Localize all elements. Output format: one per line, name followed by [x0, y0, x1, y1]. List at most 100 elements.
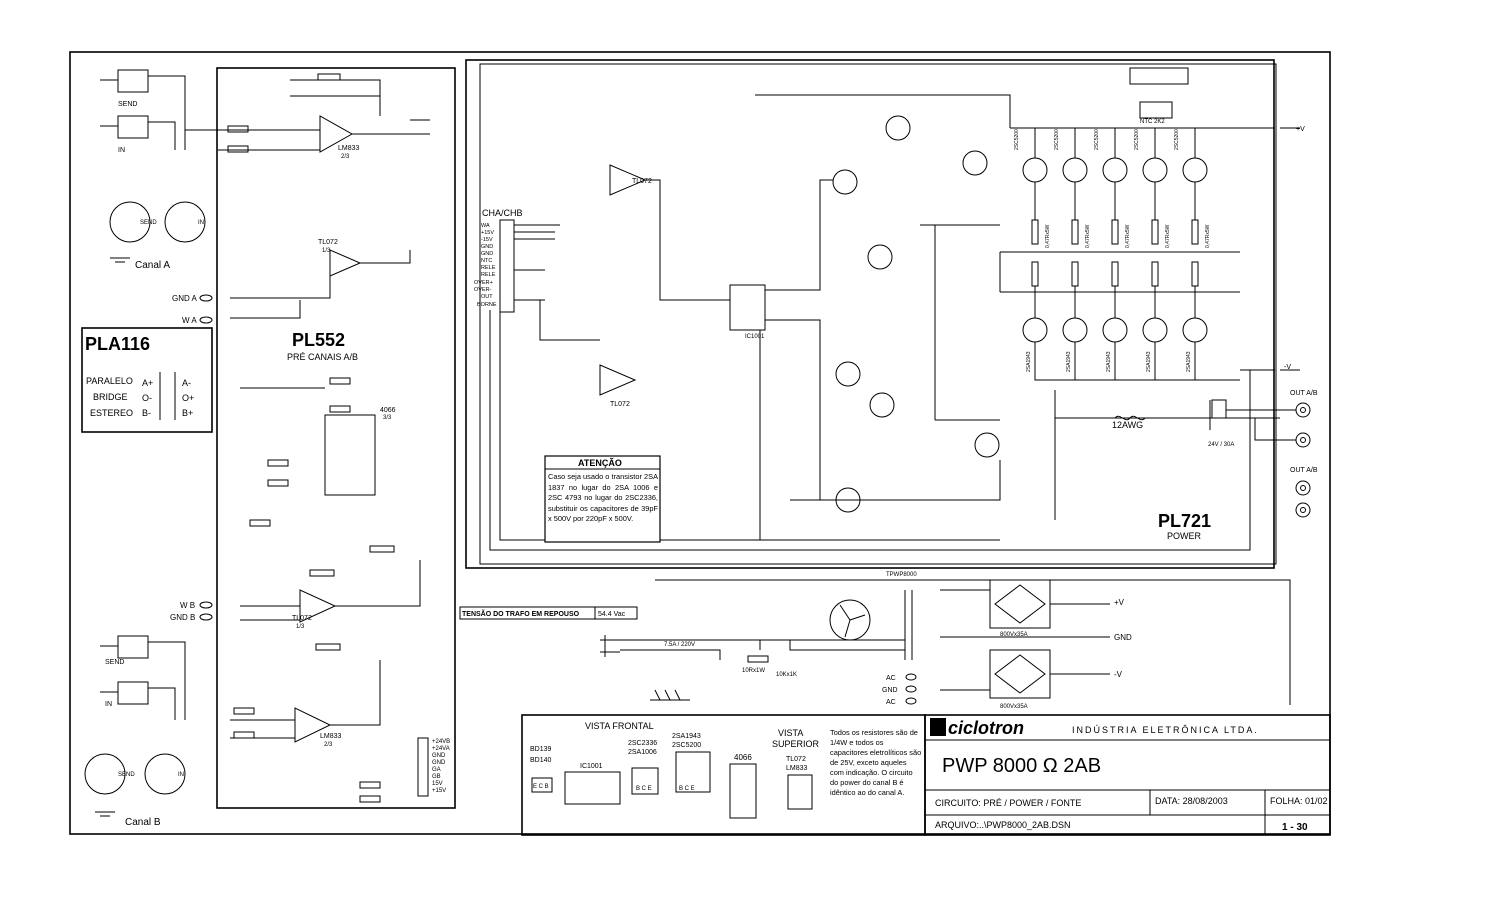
- pla116-board: PLA116 PARALELO BRIDGE ESTEREO A+ A- O- …: [81, 327, 213, 433]
- in-label-b: IN: [105, 701, 112, 708]
- part-bd139: BD139: [530, 746, 552, 753]
- pla116-paralelo: PARALELO: [86, 376, 133, 386]
- ac-label-2: AC: [886, 699, 896, 706]
- part-bd140: BD140: [530, 757, 552, 764]
- part-2sa1006: 2SA1006: [628, 749, 657, 756]
- pl552-title: PL552: [292, 330, 345, 350]
- general-note: Todos os resistores são de 1/4W e todos …: [830, 728, 922, 797]
- ic-tl072-b: TL072: [292, 615, 312, 622]
- bridge-rectifier-2: [989, 649, 1051, 699]
- supply-minus-v: -V: [1114, 670, 1123, 679]
- part-4066: 4066: [734, 753, 752, 762]
- svg-text:0,47Rx5W: 0,47Rx5W: [1125, 224, 1131, 248]
- svg-text:OUT: OUT: [481, 294, 493, 300]
- part-ic1001: IC1001: [580, 763, 603, 770]
- svg-text:BORNE: BORNE: [477, 302, 497, 308]
- ic-4066-sub: 3/3: [383, 415, 392, 421]
- pl721-title: PL721: [1158, 511, 1211, 531]
- svg-text:0,47Rx5W: 0,47Rx5W: [1045, 224, 1051, 248]
- tr-pins-2: B C E: [679, 786, 695, 792]
- arquivo-label: ARQUIVO:..\PWP8000_2AB.DSN: [935, 820, 1071, 830]
- xlr-send-b: SEND: [118, 772, 135, 778]
- vista-superior-title-1: VISTA: [778, 728, 803, 738]
- atencao-title: ATENÇÃO: [578, 458, 622, 468]
- trafo-label: TENSÃO DO TRAFO EM REPOUSO: [462, 609, 580, 618]
- out-ab-1-label: OUT A/B: [1290, 390, 1318, 397]
- ic-tl072-a-sub: 1/3: [322, 248, 331, 254]
- pla116-estereo: ESTEREO: [90, 408, 133, 418]
- trafo-value: 54.4 Vac: [598, 611, 626, 618]
- svg-text:0,47Rx5W: 0,47Rx5W: [1085, 224, 1091, 248]
- xlr-in-a: IN: [198, 220, 204, 226]
- part-lm833: LM833: [786, 765, 808, 772]
- ic-lm833-b-sub: 2/3: [324, 742, 333, 748]
- tr-pins-1: B C E: [636, 786, 652, 792]
- svg-text:OVER+: OVER+: [474, 280, 493, 286]
- parts-views: VISTA FRONTAL BD139 BD140 E C B IC1001 2…: [521, 714, 926, 836]
- send-label-b: SEND: [105, 659, 124, 666]
- ntc-label: NTC 2K2: [1140, 119, 1165, 125]
- pl721-tl072-b: TL072: [610, 401, 630, 408]
- pl721-minus-v: -V: [1284, 364, 1291, 371]
- w-a-label: W A: [182, 316, 197, 325]
- ciclotron-logo-icon: [930, 718, 946, 736]
- ic-lm833-a-sub: 2/3: [341, 154, 350, 160]
- trafo-r-label: 10Rx1W: [742, 668, 765, 674]
- relay-label: 24V / 30A: [1208, 442, 1234, 448]
- svg-text:2SA1943: 2SA1943: [1066, 351, 1072, 372]
- svg-text:15V: 15V: [432, 781, 443, 787]
- part-2sc5200: 2SC5200: [672, 742, 701, 749]
- bd-pins: E C B: [533, 784, 549, 790]
- svg-text:2SC5200: 2SC5200: [1134, 129, 1140, 150]
- svg-text:RELE: RELE: [481, 265, 496, 271]
- svg-text:0,47Rx5W: 0,47Rx5W: [1205, 224, 1211, 248]
- svg-text:2SA1943: 2SA1943: [1186, 351, 1192, 372]
- supply-gnd: GND: [1114, 633, 1132, 642]
- svg-text:RELE: RELE: [481, 272, 496, 278]
- svg-text:+15V: +15V: [481, 230, 494, 236]
- pla116-pin-o-minus: O-: [142, 393, 152, 403]
- model-title: PWP 8000 Ω 2AB: [942, 755, 1101, 777]
- company-name: INDÚSTRIA ELETRÔNICA LTDA.: [1072, 725, 1259, 735]
- canal-a-label: Canal A: [135, 260, 170, 271]
- ic-4066: 4066: [380, 407, 396, 414]
- pla116-title: PLA116: [85, 334, 150, 354]
- pl721-plus-v: +V: [1296, 126, 1305, 133]
- pla116-pin-a-minus: A-: [182, 378, 191, 388]
- circuito-label: CIRCUITO: PRÉ / POWER / FONTE: [935, 798, 1081, 808]
- part-tl072: TL072: [786, 756, 806, 763]
- svg-text:GND: GND: [481, 244, 493, 250]
- sheet-border: [69, 51, 1331, 835]
- send-label-a: SEND: [118, 101, 137, 108]
- svg-text:GND: GND: [432, 753, 446, 759]
- svg-text:+24VB: +24VB: [432, 739, 450, 745]
- svg-text:2SC5200: 2SC5200: [1094, 129, 1100, 150]
- atencao-body: Caso seja usado o transistor 2SA 1837 no…: [548, 472, 658, 524]
- bridge-1-label: 800Vx35A: [1000, 632, 1028, 638]
- part-2sc2336: 2SC2336: [628, 740, 657, 747]
- awg-label: 12AWG: [1112, 420, 1143, 430]
- canal-b-label: Canal B: [125, 817, 161, 828]
- pla116-pin-o-plus: O+: [182, 393, 194, 403]
- brand-name: ciclotron: [948, 718, 1024, 738]
- svg-text:GA: GA: [432, 767, 441, 773]
- w-b-label: W B: [180, 601, 195, 610]
- svg-text:0,47Rx5W: 0,47Rx5W: [1165, 224, 1171, 248]
- svg-text:2SA1943: 2SA1943: [1106, 351, 1112, 372]
- in-label-a: IN: [118, 147, 125, 154]
- data-label: DATA: 28/08/2003: [1155, 796, 1228, 806]
- pla116-pin-a-plus: A+: [142, 378, 153, 388]
- svg-text:2SC5200: 2SC5200: [1014, 129, 1020, 150]
- svg-text:+15V: +15V: [432, 788, 446, 794]
- pl721-subtitle: POWER: [1167, 531, 1202, 541]
- cha-chb-label: CHA/CHB: [482, 208, 523, 218]
- ic-lm833-b: LM833: [320, 733, 342, 740]
- pl552-subtitle: PRÉ CANAIS A/B: [287, 352, 358, 362]
- vista-superior-title-2: SUPERIOR: [772, 739, 820, 749]
- pla116-pin-b-plus: B+: [182, 408, 193, 418]
- pagina-label: 1 - 30: [1282, 822, 1308, 833]
- svg-text:GND: GND: [432, 760, 446, 766]
- svg-text:-15V: -15V: [481, 237, 493, 243]
- pl552-connector: +24VB +24VA GND GND GA GB 15V +15V: [417, 737, 450, 797]
